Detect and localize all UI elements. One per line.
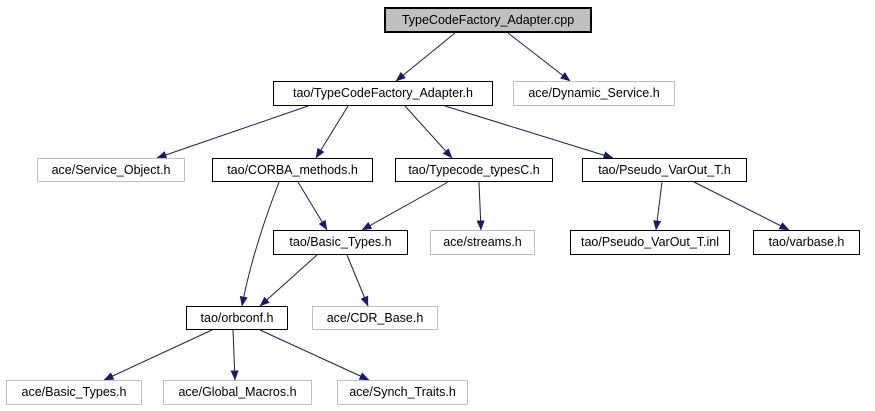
graph-node-global_macros_h: ace/Global_Macros.h bbox=[163, 380, 312, 405]
graph-node-dynamic_service_h: ace/Dynamic_Service.h bbox=[513, 81, 675, 106]
graph-node-label: ace/Service_Object.h bbox=[51, 162, 171, 177]
edge-tao_basic_types_h-to-orbconf_h bbox=[259, 254, 318, 307]
edge-orbconf_h-to-synch_traits_h bbox=[259, 329, 370, 381]
graph-node-tao_basic_types_h[interactable]: tao/Basic_Types.h bbox=[273, 230, 408, 255]
graph-node-label: TypeCodeFactory_Adapter.cpp bbox=[401, 12, 575, 27]
edge-adapter_h-to-corba_methods_h bbox=[315, 105, 349, 159]
edge-tao_basic_types_h-to-cdr_base_h bbox=[346, 254, 369, 307]
edge-adapter_h-to-service_object_h bbox=[156, 105, 309, 159]
graph-node-orbconf_h[interactable]: tao/orbconf.h bbox=[186, 306, 288, 330]
graph-node-pseudo_varout_t_inl[interactable]: tao/Pseudo_VarOut_T.inl bbox=[570, 230, 730, 255]
edge-pseudo_varout_t_h-to-varbase_h bbox=[693, 181, 790, 231]
graph-node-service_object_h: ace/Service_Object.h bbox=[37, 158, 185, 182]
edge-typecode_typesc_h-to-tao_basic_types_h bbox=[361, 181, 449, 231]
graph-node-pseudo_varout_t_h[interactable]: tao/Pseudo_VarOut_T.h bbox=[582, 158, 747, 182]
graph-node-corba_methods_h[interactable]: tao/CORBA_methods.h bbox=[212, 158, 373, 182]
graph-node-label: ace/Dynamic_Service.h bbox=[528, 86, 660, 101]
graph-node-typecode_typesc_h[interactable]: tao/Typecode_typesC.h bbox=[395, 158, 553, 182]
graph-node-label: ace/Global_Macros.h bbox=[178, 385, 297, 400]
graph-node-label: tao/CORBA_methods.h bbox=[227, 162, 358, 177]
graph-node-label: tao/Pseudo_VarOut_T.h bbox=[598, 162, 731, 177]
graph-node-varbase_h[interactable]: tao/varbase.h bbox=[753, 230, 860, 255]
edge-typecode_typesc_h-to-streams_h bbox=[476, 181, 485, 231]
edge-corba_methods_h-to-orbconf_h bbox=[239, 181, 280, 307]
edge-orbconf_h-to-ace_basic_types_h bbox=[103, 329, 213, 381]
graph-node-label: tao/varbase.h bbox=[768, 235, 845, 250]
graph-node-label: tao/orbconf.h bbox=[200, 310, 274, 325]
graph-node-label: tao/Pseudo_VarOut_T.inl bbox=[580, 235, 720, 250]
graph-node-label: tao/TypeCodeFactory_Adapter.h bbox=[293, 86, 473, 101]
graph-node-label: ace/streams.h bbox=[443, 235, 522, 250]
graph-node-label: ace/Basic_Types.h bbox=[21, 385, 127, 400]
graph-node-streams_h: ace/streams.h bbox=[430, 230, 535, 255]
edge-corba_methods_h-to-tao_basic_types_h bbox=[297, 181, 328, 231]
edge-main_cpp-to-adapter_h bbox=[395, 32, 456, 82]
graph-node-label: tao/Typecode_typesC.h bbox=[408, 162, 540, 177]
graph-node-cdr_base_h: ace/CDR_Base.h bbox=[312, 306, 438, 330]
graph-node-label: ace/CDR_Base.h bbox=[326, 310, 424, 325]
graph-node-synch_traits_h: ace/Synch_Traits.h bbox=[337, 380, 468, 405]
graph-node-main_cpp: TypeCodeFactory_Adapter.cpp bbox=[384, 7, 592, 33]
graph-node-label: ace/Synch_Traits.h bbox=[349, 385, 456, 400]
edge-main_cpp-to-dynamic_service_h bbox=[507, 32, 571, 82]
edge-adapter_h-to-pseudo_varout_t_h bbox=[444, 105, 614, 160]
graph-node-label: tao/Basic_Types.h bbox=[289, 235, 392, 250]
edge-orbconf_h-to-global_macros_h bbox=[230, 329, 239, 381]
edge-adapter_h-to-typecode_typesc_h bbox=[404, 105, 453, 159]
graph-node-adapter_h[interactable]: tao/TypeCodeFactory_Adapter.h bbox=[273, 81, 493, 106]
graph-node-ace_basic_types_h: ace/Basic_Types.h bbox=[6, 380, 142, 405]
edge-pseudo_varout_t_h-to-pseudo_varout_t_inl bbox=[653, 181, 663, 231]
